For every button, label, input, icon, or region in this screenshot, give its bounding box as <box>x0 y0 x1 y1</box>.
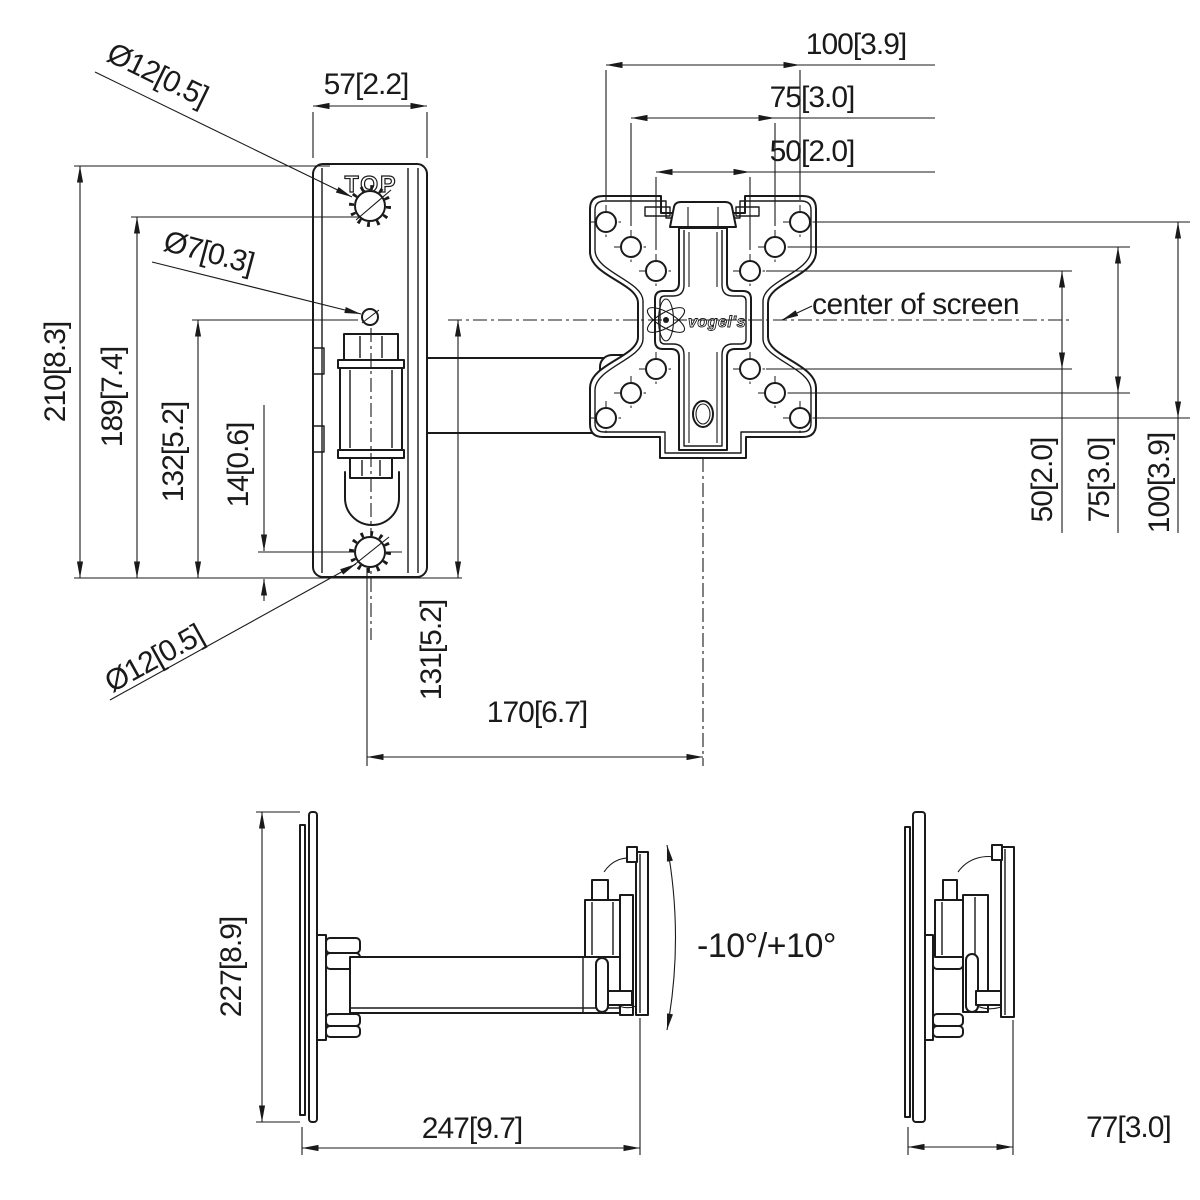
dim-label-vesa-100-vertical: 100[3.9] <box>1143 433 1176 533</box>
dim-middle-hole-height: 132[5.2] <box>157 319 358 578</box>
brand-logo-text: vogel's <box>688 314 746 331</box>
tilt-lock-knob <box>607 990 633 1006</box>
tilt-range-annotation: -10°/+10° <box>666 844 836 1031</box>
dim-label-extended-height: 227[8.9] <box>215 917 248 1017</box>
arm-side <box>349 956 621 1014</box>
plate-hook-tab-upper <box>312 347 325 375</box>
dim-extended-depth: 247[9.7] <box>301 1018 641 1155</box>
vesa-hole <box>783 401 817 435</box>
dim-label-reach: 170[6.7] <box>487 696 587 729</box>
vesa-hole <box>614 230 648 264</box>
center-of-screen-annotation: center of screen <box>781 288 1020 321</box>
dim-label-vesa-75-horizontal: 75[3.0] <box>770 81 855 114</box>
dim-vesa-50-vertical: 50[2.0] <box>1026 271 1066 533</box>
dim-vesa-100-vertical: 100[3.9] <box>1143 222 1182 533</box>
wall-plate-edge <box>626 846 649 1016</box>
dim-extended-height: 227[8.9] <box>215 811 300 1123</box>
vesa-hole <box>639 352 673 386</box>
dim-plate-height: 210[8.3] <box>39 165 462 579</box>
dim-label-bottom-hole-offset: 14[0.6] <box>222 423 255 508</box>
hinge-folded <box>934 855 1003 1013</box>
wall-plate-edge-folded <box>991 844 1015 1018</box>
dim-top-hole-height: 189[7.4] <box>96 216 360 578</box>
screen-plate-edge <box>299 811 318 1123</box>
dim-label-top-hole-height: 189[7.4] <box>96 347 129 447</box>
small-hole <box>361 308 380 326</box>
vesa-hole <box>758 376 792 410</box>
dim-label-plate-height: 210[8.3] <box>39 322 72 422</box>
hinge-knuckle <box>344 471 400 526</box>
vesa-holes <box>589 205 817 435</box>
mounting-hole-bottom <box>258 531 402 573</box>
folded-side-view: 77[3.0] <box>904 811 1172 1155</box>
dim-label-vesa-75-vertical: 75[3.0] <box>1083 438 1116 523</box>
mounting-hole-top <box>349 185 392 227</box>
oval-hole <box>692 400 714 428</box>
dim-vesa-100-horizontal: 100[3.9] <box>605 28 935 200</box>
vesa-hole <box>589 205 623 239</box>
callout-hole-bottom: Ø12[0.5] <box>99 563 357 701</box>
callout-label-hole-bottom: Ø12[0.5] <box>99 618 209 699</box>
vesa-hole <box>733 352 767 386</box>
dim-label-extended-depth: 247[9.7] <box>422 1112 522 1145</box>
vesa-hole <box>758 230 792 264</box>
vesa-hole <box>783 205 817 239</box>
brand-logo: vogel's <box>646 298 746 342</box>
dim-reach: 170[6.7] <box>366 568 703 766</box>
side-elevation-view: TOP <box>258 163 713 640</box>
dim-label-screen-center-height: 131[5.2] <box>415 600 448 700</box>
bracket-bar-right <box>735 206 760 217</box>
dim-bottom-hole-offset: 14[0.6] <box>222 405 268 601</box>
dim-label-plate-depth: 57[2.2] <box>324 68 409 101</box>
tilt-lock-lever <box>595 957 609 1013</box>
dim-vesa-50-horizontal: 50[2.0] <box>655 135 935 250</box>
vesa-plate-inner-edge <box>594 200 812 454</box>
tilt-lock-knob-folded <box>975 990 1003 1006</box>
vesa-hole <box>639 254 673 288</box>
callout-label-hole-middle: Ø7[0.3] <box>160 225 257 281</box>
bracket-bar-left <box>644 206 671 217</box>
dim-label-vesa-50-horizontal: 50[2.0] <box>770 135 855 168</box>
vesa-hole <box>589 401 623 435</box>
center-of-screen-label: center of screen <box>812 288 1019 321</box>
vesa-hole <box>614 376 648 410</box>
pivot-hinge <box>337 328 405 640</box>
bracket-hook-tab <box>669 201 737 228</box>
central-cross-cutout <box>654 207 752 451</box>
vesa-hole <box>733 254 767 288</box>
dim-vesa-vertical-leaders <box>766 221 1190 419</box>
vesa-front-view: vogel's <box>448 195 1072 766</box>
dim-label-folded-depth: 77[3.0] <box>1086 1111 1171 1144</box>
dim-screen-center-height: 131[5.2] <box>415 320 462 700</box>
tilt-range-label: -10°/+10° <box>697 927 836 965</box>
plate-hook-tab-lower <box>312 425 325 453</box>
dim-label-vesa-50-vertical: 50[2.0] <box>1026 438 1059 523</box>
dim-label-middle-hole-height: 132[5.2] <box>157 402 190 502</box>
dim-plate-depth: 57[2.2] <box>312 68 428 158</box>
dim-vesa-75-horizontal: 75[3.0] <box>630 81 935 226</box>
screen-plate-edge-folded <box>904 811 926 1123</box>
extended-side-view: 227[8.9] 247[9.7] <box>215 811 649 1155</box>
tilt-arc <box>666 844 677 1031</box>
dim-vesa-75-vertical: 75[3.0] <box>1083 247 1122 533</box>
dim-label-vesa-100-horizontal: 100[3.9] <box>806 28 906 61</box>
dim-folded-depth: 77[3.0] <box>907 1020 1172 1155</box>
